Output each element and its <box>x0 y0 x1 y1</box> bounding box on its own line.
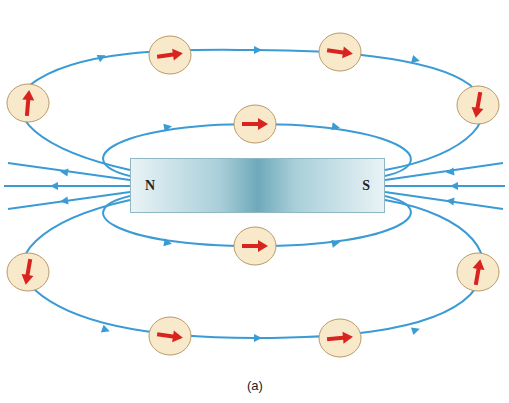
compasses <box>7 33 499 357</box>
pole-label: N <box>145 178 155 194</box>
pole-label: S <box>362 178 370 194</box>
field-arrowheads <box>50 46 458 342</box>
bar-magnet: NS <box>130 158 385 213</box>
field-lines <box>4 50 505 338</box>
figure-caption: (a) <box>247 378 263 393</box>
